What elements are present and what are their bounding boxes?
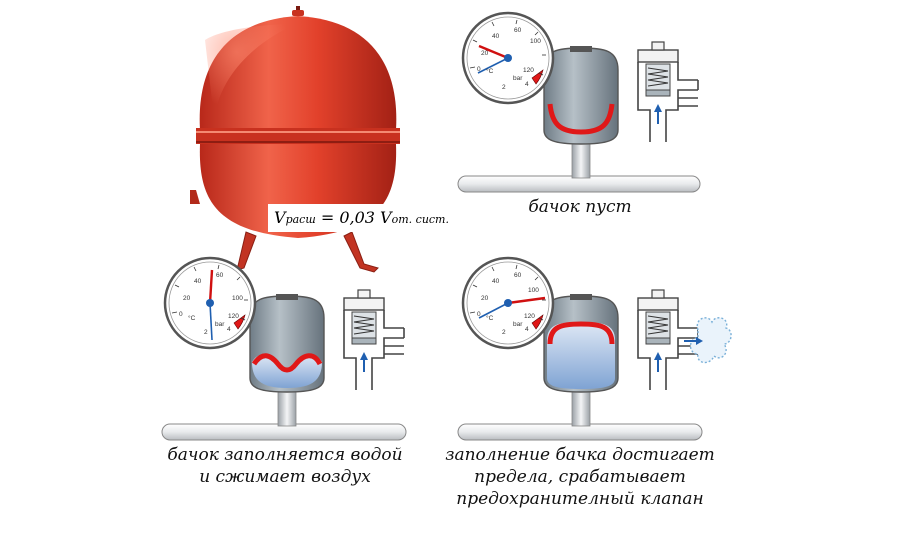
- formula-eq: = 0,03: [315, 208, 381, 227]
- gauge-tick: 60: [514, 272, 522, 279]
- caption-limit-line3: предохранителный клапан: [456, 489, 704, 509]
- caption-empty-line: бачок пуст: [528, 197, 632, 217]
- gauge-unit-bar: bar: [513, 321, 523, 328]
- gauge-scale-mark: 2: [204, 329, 208, 336]
- gauge-tick: 120: [523, 67, 534, 74]
- gauge-tick: 100: [232, 295, 243, 302]
- gauge-scale-mark: 4: [525, 326, 529, 333]
- caption-limit-line2: предела, срабатывает: [474, 467, 686, 487]
- gauge-tick: 100: [530, 38, 541, 45]
- gauge-tick: 60: [216, 272, 224, 279]
- gauge-tick: 120: [228, 313, 239, 320]
- formula-v2: V: [380, 208, 392, 227]
- gauge-tick: 120: [524, 313, 535, 320]
- volume-formula: Vрасш = 0,03 Vот. сист.: [268, 204, 458, 232]
- gauge-tick: 0: [477, 66, 481, 73]
- caption-filling: бачок заполняется водой и сжимает воздух: [150, 444, 420, 488]
- caption-limit: заполнение бачка достигает предела, сраб…: [430, 444, 730, 510]
- scenario-tank-filling: [161, 256, 407, 441]
- gauge-tick: 40: [492, 278, 500, 285]
- gauge-labels-empty: 0 20 40 60 100 120 °C bar 2 4: [477, 27, 541, 91]
- scenario-tank-limit: [457, 256, 732, 441]
- gauge-tick: 20: [481, 295, 489, 302]
- gauge-scale-mark: 2: [502, 329, 506, 336]
- gauge-unit-bar: bar: [215, 321, 225, 328]
- formula-v1: V: [274, 208, 286, 227]
- formula-sub1: расш: [285, 213, 316, 226]
- gauge-scale-mark: 4: [525, 81, 529, 88]
- caption-filling-line2: и сжимает воздух: [199, 467, 371, 487]
- gauge-labels-limit: 0 20 40 60 100 120 °C bar 2 4: [477, 272, 539, 336]
- steam-cloud: [689, 317, 732, 364]
- scenario-tank-empty: [457, 11, 701, 193]
- gauge-scale-mark: 4: [227, 326, 231, 333]
- caption-empty: бачок пуст: [500, 196, 660, 218]
- gauge-tick: 20: [481, 50, 489, 57]
- gauge-tick: 100: [528, 287, 539, 294]
- gauge-tick: 40: [194, 278, 202, 285]
- gauge-tick: 40: [492, 33, 500, 40]
- gauge-tick: 0: [477, 311, 481, 318]
- gauge-unit-c: °C: [188, 314, 196, 322]
- gauge-labels-filling: 0 20 40 60 100 120 °C bar 2 4: [179, 272, 243, 336]
- caption-limit-line1: заполнение бачка достигает: [445, 445, 715, 465]
- gauge-unit-c: °C: [486, 67, 494, 75]
- gauge-unit-c: °C: [486, 314, 494, 322]
- gauge-tick: 60: [514, 27, 522, 34]
- expansion-tank-photo: [190, 6, 400, 273]
- formula-sub2: от. сист.: [391, 213, 449, 226]
- gauge-tick: 20: [183, 295, 191, 302]
- gauge-scale-mark: 2: [502, 84, 506, 91]
- gauge-tick: 0: [179, 311, 183, 318]
- gauge-unit-bar: bar: [513, 75, 523, 82]
- caption-filling-line1: бачок заполняется водой: [167, 445, 403, 465]
